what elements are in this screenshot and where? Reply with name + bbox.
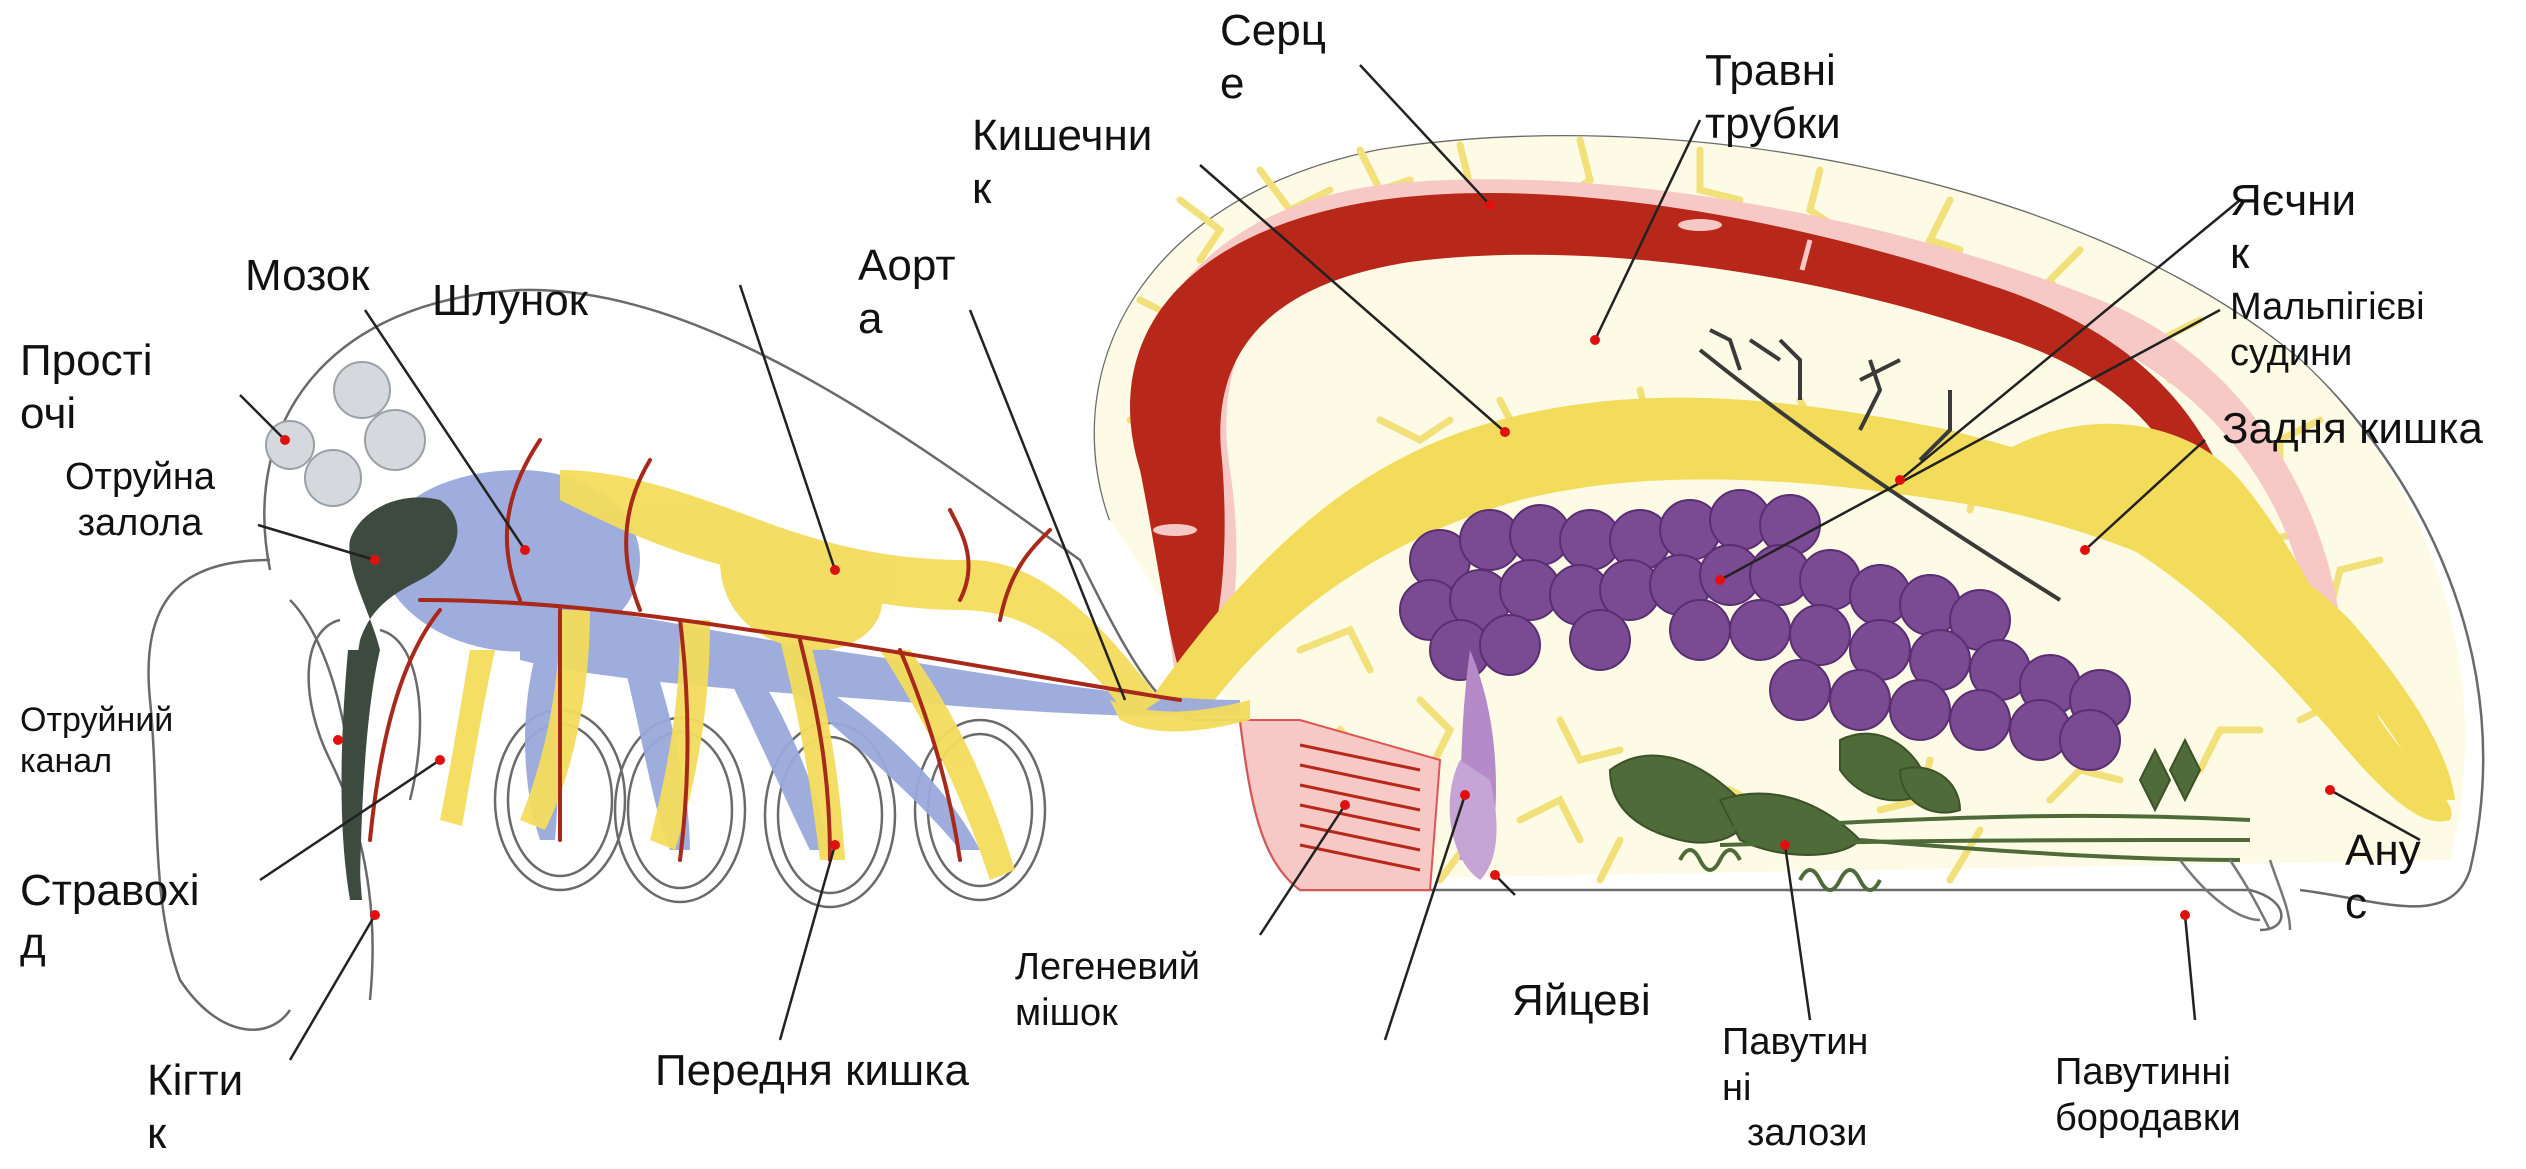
label-esophagus-line1: Стравохі xyxy=(20,865,200,918)
simple-eyes xyxy=(266,362,425,506)
label-malpighian-line2: судини xyxy=(2230,331,2425,377)
label-spinnerets-line1: Павутинні xyxy=(2055,1050,2241,1096)
spinnerets xyxy=(2180,860,2290,930)
label-silk-glands-line3: залози xyxy=(1722,1111,1868,1157)
label-digestive-tubes-line1: Травні xyxy=(1705,45,1841,98)
label-hindgut: Задня кишка xyxy=(2222,403,2483,456)
label-venom-duct-line2: канал xyxy=(20,741,173,782)
label-claws-line1: Кігти xyxy=(147,1055,243,1108)
label-intestine-line1: Кишечни xyxy=(972,110,1152,163)
label-digestive-tubes-line2: трубки xyxy=(1705,98,1841,151)
label-simple-eyes-line1: Прості xyxy=(20,335,153,388)
label-ovary-line2: к xyxy=(2230,228,2356,281)
label-aorta-line2: а xyxy=(858,293,955,346)
label-book-lung-line1: Легеневий xyxy=(1015,945,1200,991)
label-silk-glands-line2: ні xyxy=(1722,1066,1868,1112)
label-venom-duct-line1: Отруйний xyxy=(20,700,173,741)
label-simple-eyes-line2: очі xyxy=(20,388,153,441)
label-heart-line2: е xyxy=(1220,58,1326,111)
label-heart-line1: Серц xyxy=(1220,5,1326,58)
label-claws-line2: к xyxy=(147,1108,243,1161)
label-digestive-tubes: Травні трубки xyxy=(1705,45,1841,151)
label-venom-gland-line1: Отруйна xyxy=(65,455,215,501)
label-aorta-line1: Аорт xyxy=(858,240,955,293)
label-venom-gland: Отруйна залола xyxy=(65,455,215,546)
label-silk-glands: Павутин ні залози xyxy=(1722,1020,1868,1157)
label-claws: Кігти к xyxy=(147,1055,243,1161)
label-anus: Ану с xyxy=(2345,825,2421,931)
label-esophagus-line2: д xyxy=(20,918,200,971)
label-silk-glands-line1: Павутин xyxy=(1722,1020,1868,1066)
label-brain: Мозок xyxy=(245,250,370,303)
venom-gland xyxy=(342,497,458,900)
label-book-lung: Легеневий мішок xyxy=(1015,945,1200,1036)
label-anus-line1: Ану xyxy=(2345,825,2421,878)
label-spinnerets-line2: бородавки xyxy=(2055,1096,2241,1142)
label-intestine-line2: к xyxy=(972,163,1152,216)
label-anus-line2: с xyxy=(2345,878,2421,931)
label-foregut: Передня кишка xyxy=(655,1045,969,1098)
label-spinnerets: Павутинні бородавки xyxy=(2055,1050,2241,1141)
label-oviduct: Яйцеві xyxy=(1512,975,1651,1028)
label-heart: Серц е xyxy=(1220,5,1326,111)
label-simple-eyes: Прості очі xyxy=(20,335,153,441)
label-book-lung-line2: мішок xyxy=(1015,991,1200,1037)
label-esophagus: Стравохі д xyxy=(20,865,200,971)
label-malpighian-line1: Мальпігієві xyxy=(2230,285,2425,331)
label-intestine: Кишечни к xyxy=(972,110,1152,216)
label-ovary: Яєчни к xyxy=(2230,175,2356,281)
label-ovary-line1: Яєчни xyxy=(2230,175,2356,228)
label-malpighian: Мальпігієві судини xyxy=(2230,285,2425,376)
label-stomach: Шлунок xyxy=(432,275,588,328)
label-venom-duct: Отруйний канал xyxy=(20,700,173,782)
label-venom-gland-line2: залола xyxy=(65,501,215,547)
label-aorta: Аорт а xyxy=(858,240,955,346)
